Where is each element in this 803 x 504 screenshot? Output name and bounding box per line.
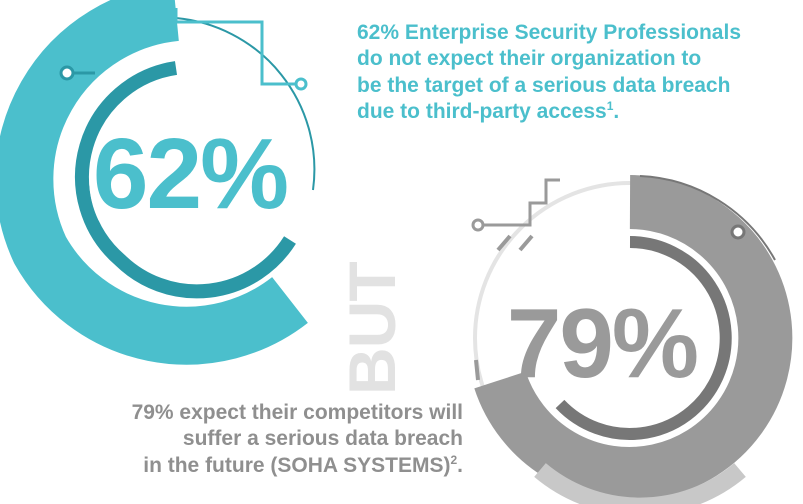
ring-79-outer-thin-arc	[639, 175, 776, 261]
ring-62-circuit-line	[174, 8, 298, 86]
but-divider-word: BUT	[335, 262, 409, 395]
ring-62-main-arc	[0, 0, 308, 365]
caption-79-line-3-text: in the future (SOHA SYSTEMS)	[143, 453, 451, 477]
caption-79-period: .	[457, 453, 463, 477]
ring-79-tick-2	[518, 234, 534, 252]
caption-62-line-2: do not expect their organization to	[357, 47, 702, 71]
ring-79-main-arc	[474, 175, 793, 501]
ring-79-value-label: 79%	[507, 288, 697, 398]
ring-79-circuit-node-left	[471, 218, 485, 232]
caption-79-footnote-ref: 2	[450, 452, 458, 467]
caption-62-line-3: be the target of a serious data breach	[357, 73, 731, 97]
caption-79-line-3: in the future (SOHA SYSTEMS)2.	[8, 453, 463, 479]
ring-79-light-segment	[534, 463, 746, 504]
caption-62-period: .	[613, 99, 620, 123]
ring-79-tick-1	[496, 234, 512, 252]
ring-62-inner-band	[74, 61, 296, 299]
ring-79-inner-band	[555, 236, 732, 440]
ring-62-value-label: 62%	[93, 118, 287, 230]
ring-79-circuit-line	[482, 178, 560, 227]
ring-62-group: 62%	[0, 0, 316, 365]
caption-79-line-2: suffer a serious data breach	[182, 427, 463, 451]
caption-62-block: 62% Enterprise Security Professionals do…	[357, 20, 797, 125]
caption-62-line-4-text: due to third-party access	[357, 99, 607, 123]
ring-62-inner-thin-arc	[89, 86, 177, 221]
caption-62-footnote-ref: 1	[606, 98, 614, 113]
ring-62-outer-thin-arc	[175, 17, 316, 191]
ring-62-circuit-node-right	[294, 77, 308, 91]
caption-62-line-1: 62% Enterprise Security Professionals	[357, 21, 741, 44]
ring-79-tick-3	[474, 359, 480, 381]
caption-79-block: 79% expect their competitors will suffer…	[8, 400, 463, 479]
caption-79-line-1: 79% expect their competitors will	[131, 401, 463, 424]
ring-62-circuit-node-left	[59, 65, 75, 81]
ring-79-group: 79%	[471, 175, 793, 504]
caption-62-line-4: due to third-party access1.	[357, 99, 797, 125]
ring-79-circuit-node-right	[730, 224, 746, 240]
